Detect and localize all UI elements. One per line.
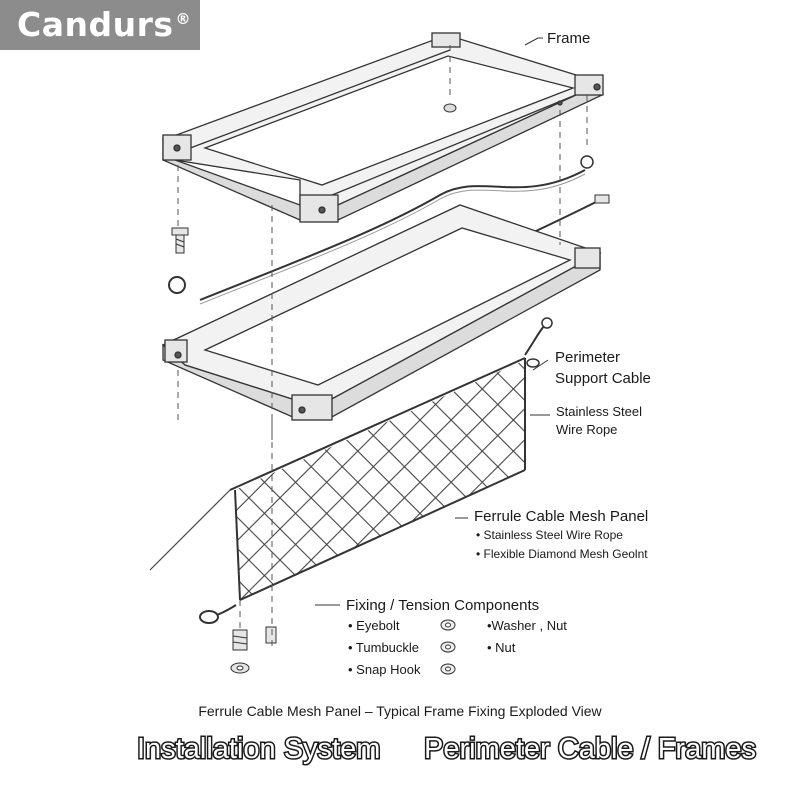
banner-installation-system: Installation System (135, 732, 381, 767)
snap-hook-icon (580, 155, 594, 169)
label-wire-rope-2: Wire Rope (556, 422, 618, 437)
washer-nut-icons (440, 619, 456, 675)
mesh-panel (149, 317, 553, 624)
label-mesh-item-1: • Stainless Steel Wire Rope (476, 528, 623, 542)
label-fixing-eyebolt: • Eyebolt (348, 618, 400, 633)
figure-caption: Ferrule Cable Mesh Panel – Typical Frame… (198, 703, 602, 719)
label-fixing-snaphook: • Snap Hook (348, 662, 421, 677)
label-frame: Frame (547, 30, 591, 47)
label-mesh-panel: Ferrule Cable Mesh Panel (474, 508, 649, 525)
banner-perimeter-cable-frames: Perimeter Cable / Frames (423, 732, 758, 767)
label-perimeter-cable-1: Perimeter (555, 349, 621, 366)
banner-installation-system-fill: Installation System (137, 733, 381, 765)
label-fixing-washer-nut: •Washer , Nut (487, 618, 567, 633)
washer-icon (443, 103, 457, 113)
bolt-icon (171, 227, 189, 254)
top-frame (162, 32, 604, 223)
label-perimeter-cable-2: Support Cable (555, 370, 651, 387)
label-wire-rope-1: Stainless Steel (556, 404, 642, 419)
label-fixing-nut: • Nut (487, 640, 516, 655)
label-fixing-turnbuckle: • Tumbuckle (348, 640, 420, 655)
bottom-fixings (230, 626, 277, 674)
label-mesh-item-2: • Flexible Diamond Mesh Geolnt (476, 547, 648, 561)
label-fixing-title: Fixing / Tension Components (346, 597, 540, 614)
eyebolt-icon (168, 276, 186, 294)
leader-lines (315, 37, 550, 606)
middle-frame (161, 204, 602, 421)
eyebolt-icon (199, 610, 219, 624)
banner-perimeter-cable-frames-fill: Perimeter Cable / Frames (424, 733, 756, 765)
alignment-lines (177, 45, 588, 650)
brand-logo: Candurs® (0, 0, 200, 50)
